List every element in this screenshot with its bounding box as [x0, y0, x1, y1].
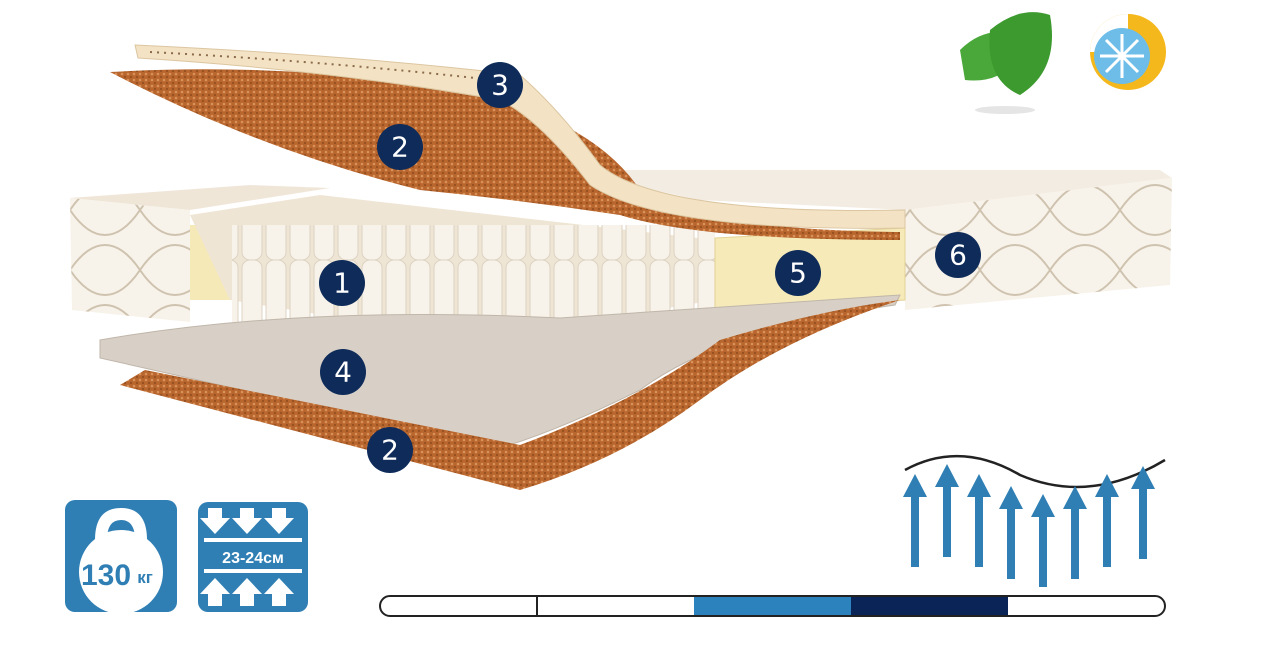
- firmness-segment-4: [851, 596, 1008, 616]
- badge-2-bottom: 2: [367, 427, 413, 473]
- svg-text:кг: кг: [137, 568, 153, 587]
- weight-icon: 130 кг: [65, 500, 177, 614]
- coconut-bottom-layer: [120, 300, 900, 490]
- orthopedic-support-icon: [903, 455, 1166, 587]
- firmness-segment-3: [694, 596, 851, 616]
- felt-layer: [99, 294, 901, 449]
- firmness-outline: [379, 595, 1166, 617]
- svg-text:6: 6: [949, 239, 967, 272]
- height-icon: 23-24см: [198, 502, 308, 612]
- svg-text:3: 3: [491, 69, 509, 102]
- badge-1: 1: [319, 260, 365, 306]
- svg-text:5: 5: [789, 257, 807, 290]
- badge-5: 5: [775, 250, 821, 296]
- firmness-segment-5: [1008, 596, 1165, 616]
- firmness-segment-1: [380, 596, 537, 616]
- svg-text:4: 4: [334, 356, 352, 389]
- svg-text:23-24см: 23-24см: [222, 550, 284, 567]
- svg-text:1: 1: [333, 267, 351, 300]
- cover-layer: [560, 170, 1172, 310]
- svg-text:2: 2: [391, 131, 409, 164]
- svg-text:2: 2: [381, 434, 399, 467]
- layer-badges: 3 2 1 5 6 4 2: [319, 62, 981, 473]
- svg-text:130: 130: [81, 559, 131, 592]
- coconut-top-layer: [110, 69, 900, 240]
- badge-4: 4: [320, 349, 366, 395]
- badge-6: 6: [935, 232, 981, 278]
- firmness-segment-2: [537, 596, 694, 616]
- firmness-scale: [379, 595, 1166, 617]
- eco-leaves-icon: [960, 12, 1052, 114]
- badge-3: 3: [477, 62, 523, 108]
- badge-2-top: 2: [377, 124, 423, 170]
- winter-summer-icon: [1090, 14, 1166, 90]
